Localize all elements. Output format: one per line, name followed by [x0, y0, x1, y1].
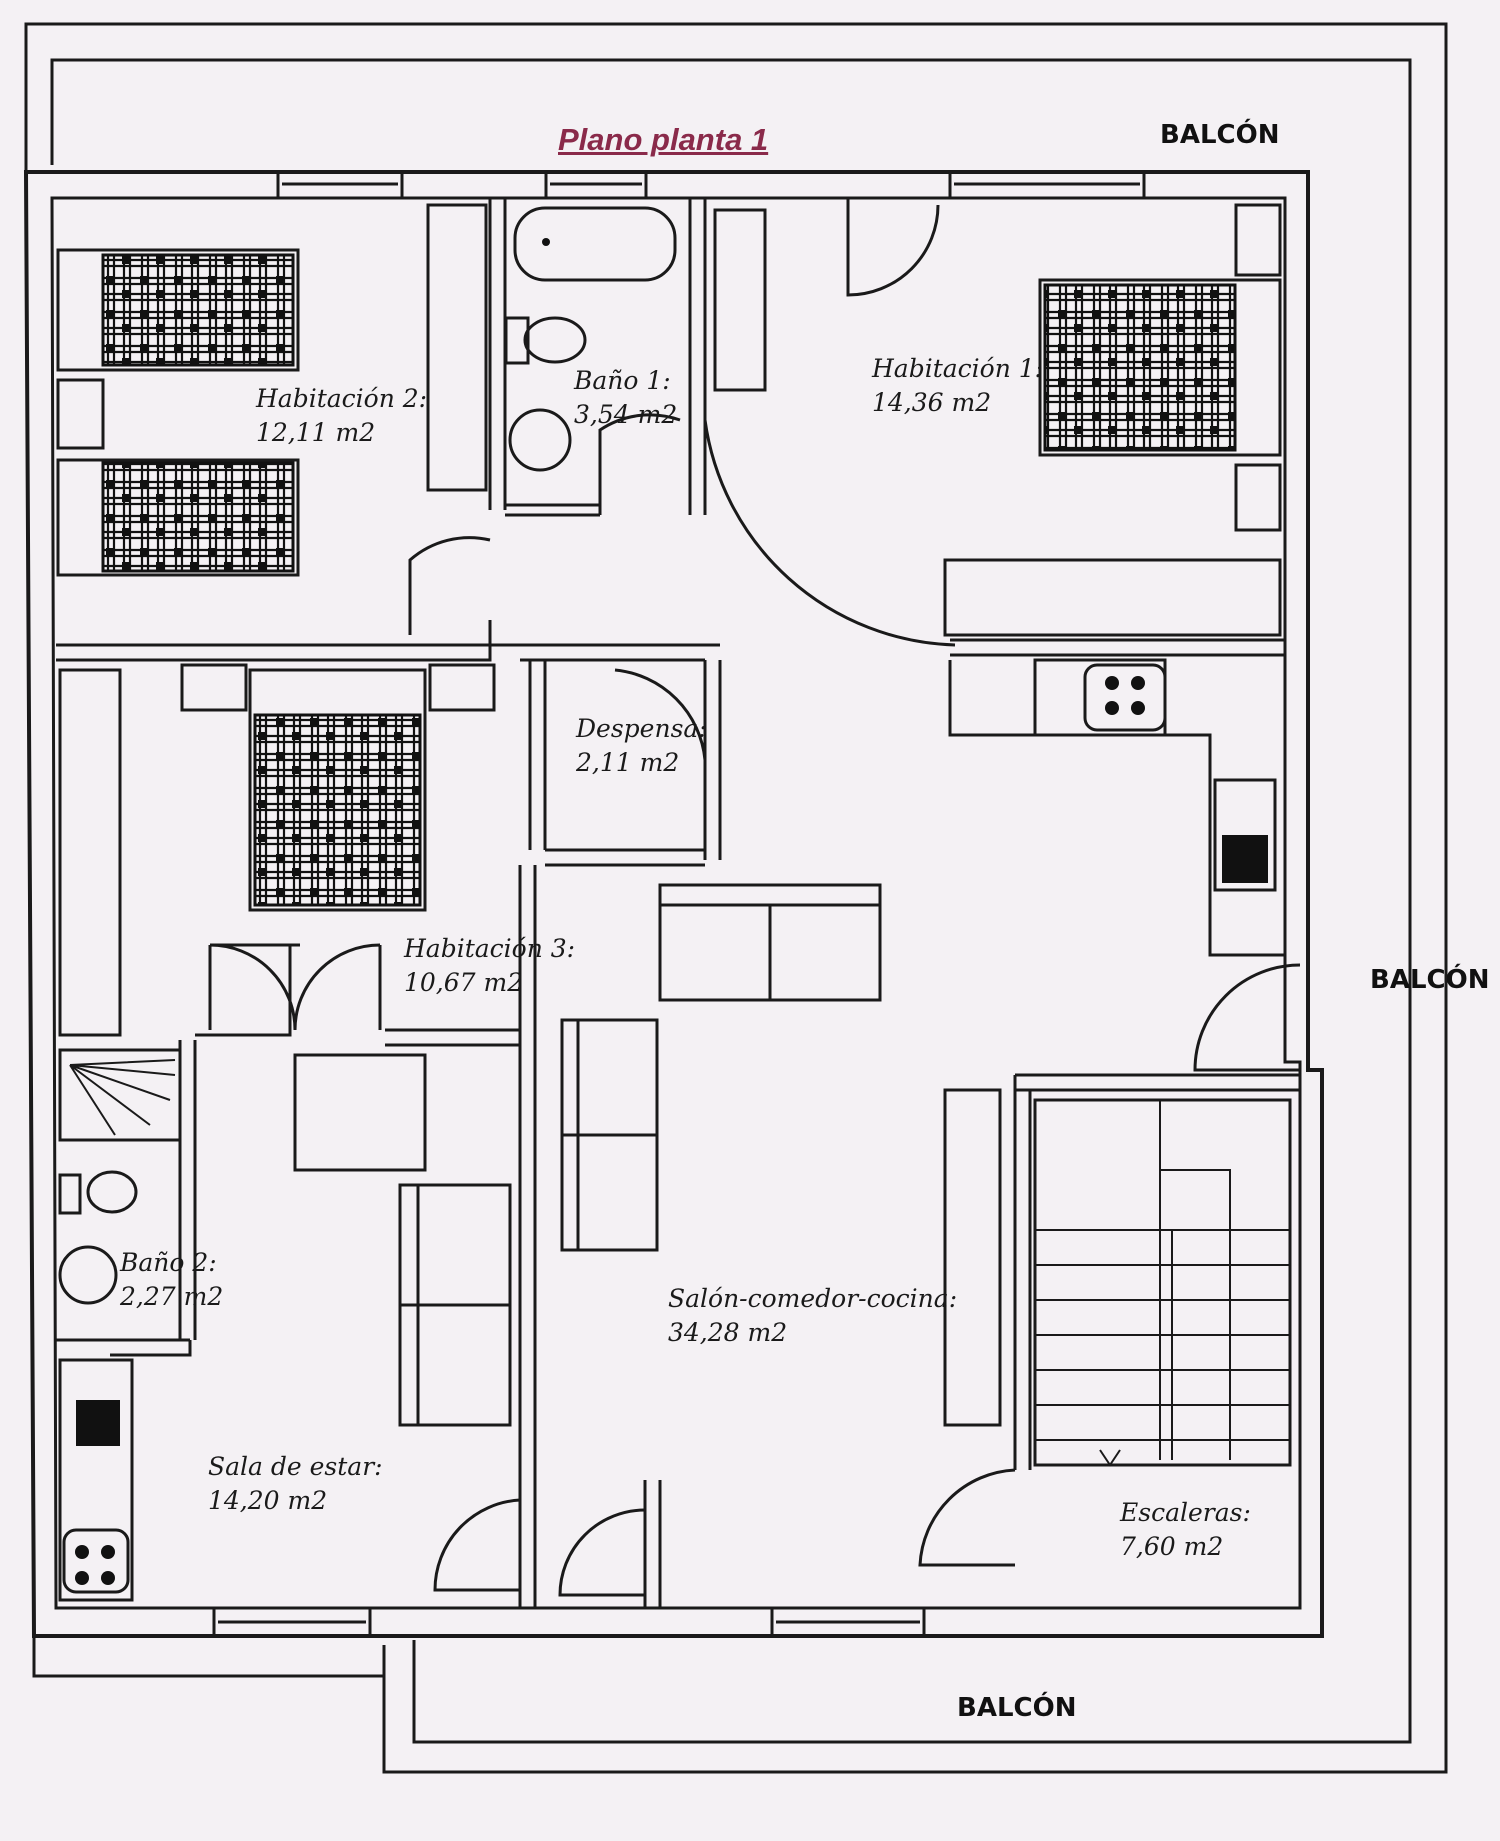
toilet-bano1 [523, 316, 587, 364]
exterior-wall [23, 170, 1324, 1638]
room-area: 12,11 m2 [256, 418, 376, 447]
balcony-outline-bottom [32, 1636, 386, 1772]
wardrobe-hab2 [426, 203, 488, 492]
door-hab3-right [293, 943, 382, 1031]
wall-bano2-bottom [56, 1338, 192, 1357]
room-area: 3,54 m2 [574, 400, 678, 429]
door-sala-2 [558, 1508, 646, 1597]
door-balcony-right [1193, 963, 1301, 1072]
room-area: 10,67 m2 [404, 968, 524, 997]
room-label-habitacion-3: Habitación 3: 10,67 m2 [404, 932, 575, 1000]
window-top-1 [276, 172, 404, 198]
window-top-2 [544, 172, 648, 198]
room-area: 14,36 m2 [872, 388, 992, 417]
sink-bano2 [58, 1245, 118, 1305]
wall-stair-left [1013, 1075, 1032, 1470]
wall-bano1-right [688, 198, 707, 515]
wall-stair-top [1015, 1073, 1300, 1092]
door-despensa [614, 668, 707, 761]
wall-despensa-bottom [545, 848, 705, 867]
toilet-bano2 [86, 1170, 138, 1214]
wall-hab3-vertical [518, 865, 537, 1480]
dining-bar [943, 1088, 1002, 1427]
balcony-outline-inner [50, 58, 1412, 1744]
room-label-despensa: Despensa: 2,11 m2 [576, 712, 707, 780]
room-name: Sala de estar: [208, 1452, 383, 1481]
room-label-escaleras: Escaleras: 7,60 m2 [1120, 1496, 1251, 1564]
exterior-wall-inner [50, 196, 1302, 1610]
room-area: 7,60 m2 [1120, 1532, 1224, 1561]
wardrobe-hab1 [943, 558, 1282, 637]
room-name: Baño 1: [574, 366, 671, 395]
stair-steps [1035, 1229, 1290, 1441]
door-stairs [918, 1468, 1016, 1567]
room-label-sala-de-estar: Sala de estar: 14,20 m2 [208, 1450, 383, 1518]
sink-bano1 [508, 408, 572, 472]
room-area: 2,11 m2 [576, 748, 680, 777]
stove-sala [62, 1528, 130, 1594]
wall-despensa-right [703, 660, 722, 860]
balcony-label-top: BALCÓN [1160, 120, 1280, 150]
room-label-salon-comedor-cocina: Salón-comedor-cocina: 34,28 m2 [668, 1282, 957, 1350]
room-name: Baño 2: [120, 1248, 217, 1277]
room-area: 34,28 m2 [668, 1318, 788, 1347]
shower [58, 1048, 182, 1142]
plan-title: Plano planta 1 [558, 122, 769, 157]
armchair-hab3 [293, 1053, 427, 1172]
wall-lobby-left [643, 1480, 662, 1608]
room-label-bano-1: Baño 1: 3,54 m2 [574, 364, 677, 432]
bathtub [513, 206, 677, 282]
room-name: Despensa: [576, 714, 707, 743]
room-name: Habitación 1: [872, 354, 1044, 383]
door-sala-1 [433, 1498, 521, 1592]
bed-hab2-bottom [56, 458, 300, 577]
wall-hab1-bottom [950, 638, 1285, 657]
bed-hab2-top [56, 248, 300, 372]
sink-kitchen [1213, 778, 1277, 892]
wall-despensa-left [528, 660, 547, 850]
door-hab3-left [208, 943, 297, 1031]
room-area: 14,20 m2 [208, 1486, 328, 1515]
door-bano1 [598, 413, 681, 515]
wall-hab3-stub [195, 943, 300, 1037]
room-name: Habitación 3: [404, 934, 576, 963]
stairwell [1033, 1098, 1292, 1467]
room-name: Habitación 2: [256, 384, 428, 413]
window-bottom-2 [770, 1608, 926, 1636]
window-top-3 [948, 172, 1146, 198]
room-name: Escaleras: [1120, 1498, 1251, 1527]
door-hab1-corridor [703, 419, 956, 647]
stove-kitchen [1083, 663, 1167, 732]
wall-bano1-left [488, 198, 507, 510]
wall-corridor-top [490, 643, 720, 662]
bed-quilts [101, 253, 1237, 907]
wall-sala-right [518, 1480, 537, 1608]
door-hab2 [408, 536, 491, 635]
balcony-label-bottom: BALCÓN [957, 1693, 1077, 1723]
wall-hab2-bottom [56, 620, 492, 662]
wardrobe-bano1 [713, 208, 767, 392]
room-label-habitacion-1: Habitación 1: 14,36 m2 [872, 352, 1043, 420]
room-label-bano-2: Baño 2: 2,27 m2 [120, 1246, 223, 1314]
kitchen-l-counter [948, 660, 1285, 957]
window-bottom-1 [212, 1608, 372, 1636]
room-label-habitacion-2: Habitación 2: 12,11 m2 [256, 382, 427, 450]
wardrobe-hab3 [58, 668, 122, 1037]
room-area: 2,27 m2 [120, 1282, 224, 1311]
kitchen-counter [1033, 658, 1167, 737]
wall-hab3-bottom [385, 1028, 520, 1047]
room-name: Salón-comedor-cocina: [668, 1284, 958, 1313]
balcony-label-right: BALCÓN [1370, 965, 1490, 995]
door-hab1-top [846, 198, 940, 297]
bed-hab1 [1038, 278, 1282, 457]
bed-hab3 [248, 668, 427, 912]
wall-bano1-bottom [505, 503, 600, 517]
